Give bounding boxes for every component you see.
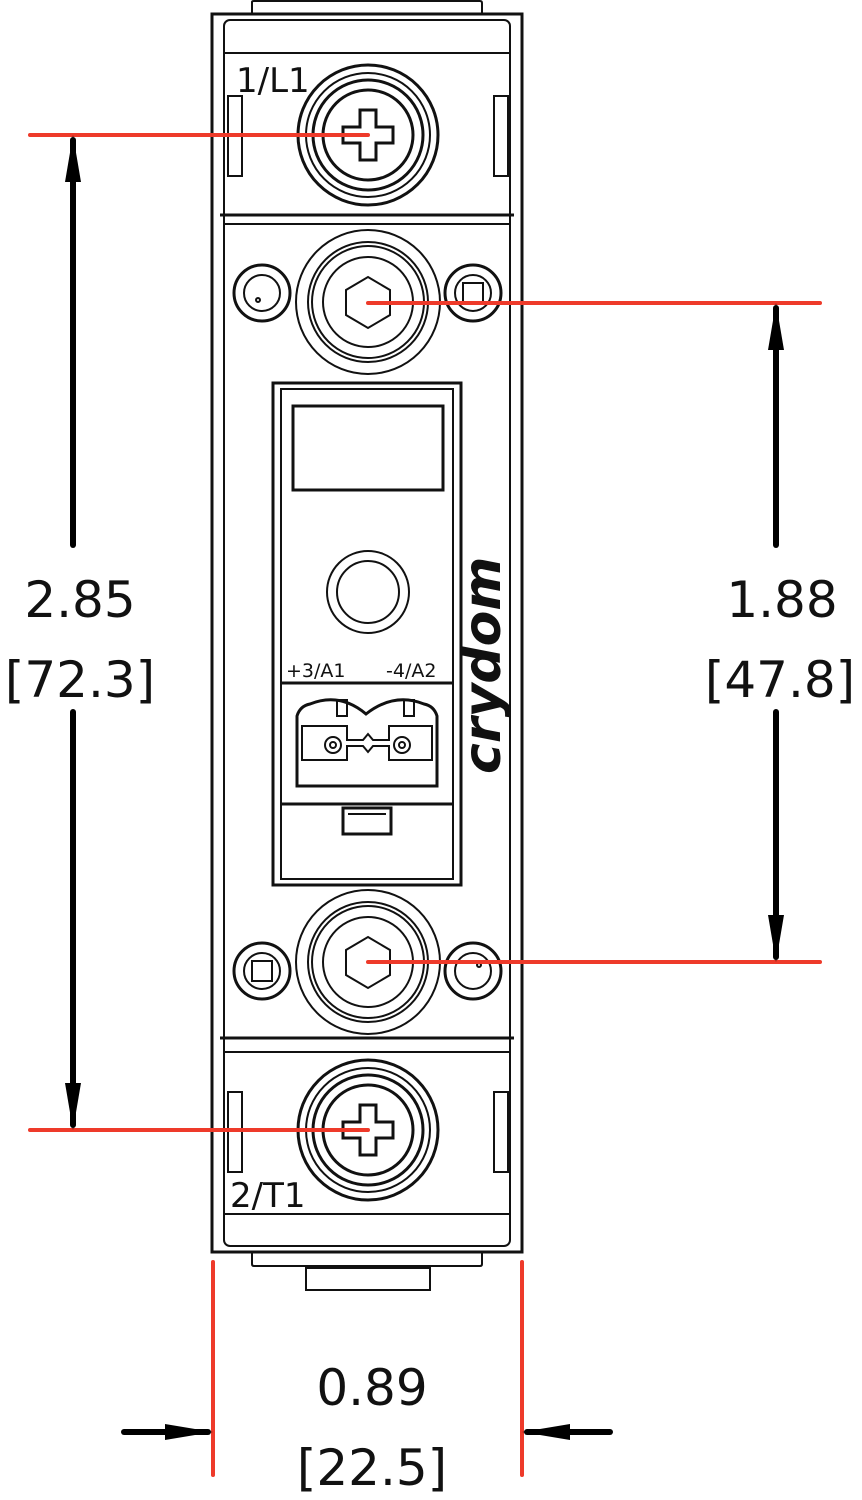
width-dimension-inch: 0.89	[316, 1359, 427, 1417]
terminal-label-top: 1/L1	[236, 61, 310, 101]
control-panel	[271, 381, 463, 887]
mounting-dimension-inch: 1.88	[726, 571, 837, 629]
housing-outline	[210, 12, 524, 1254]
height-dimension-inch: 2.85	[24, 571, 135, 629]
top-din-clip	[251, 0, 483, 15]
height-dimension-mm: [72.3]	[5, 651, 155, 709]
control-label-negative: -4/A2	[386, 660, 436, 682]
mounting-dimension-mm: [47.8]	[705, 651, 855, 709]
bottom-din-clip	[251, 1252, 483, 1291]
width-dimension-mm: [22.5]	[297, 1439, 447, 1497]
dimension-lines	[65, 135, 784, 1440]
brand-logo: crydom	[453, 557, 513, 775]
control-connector	[295, 698, 439, 788]
control-label-positive: +3/A1	[286, 660, 346, 682]
extension-lines	[28, 133, 822, 1477]
terminal-label-bottom: 2/T1	[230, 1176, 306, 1216]
